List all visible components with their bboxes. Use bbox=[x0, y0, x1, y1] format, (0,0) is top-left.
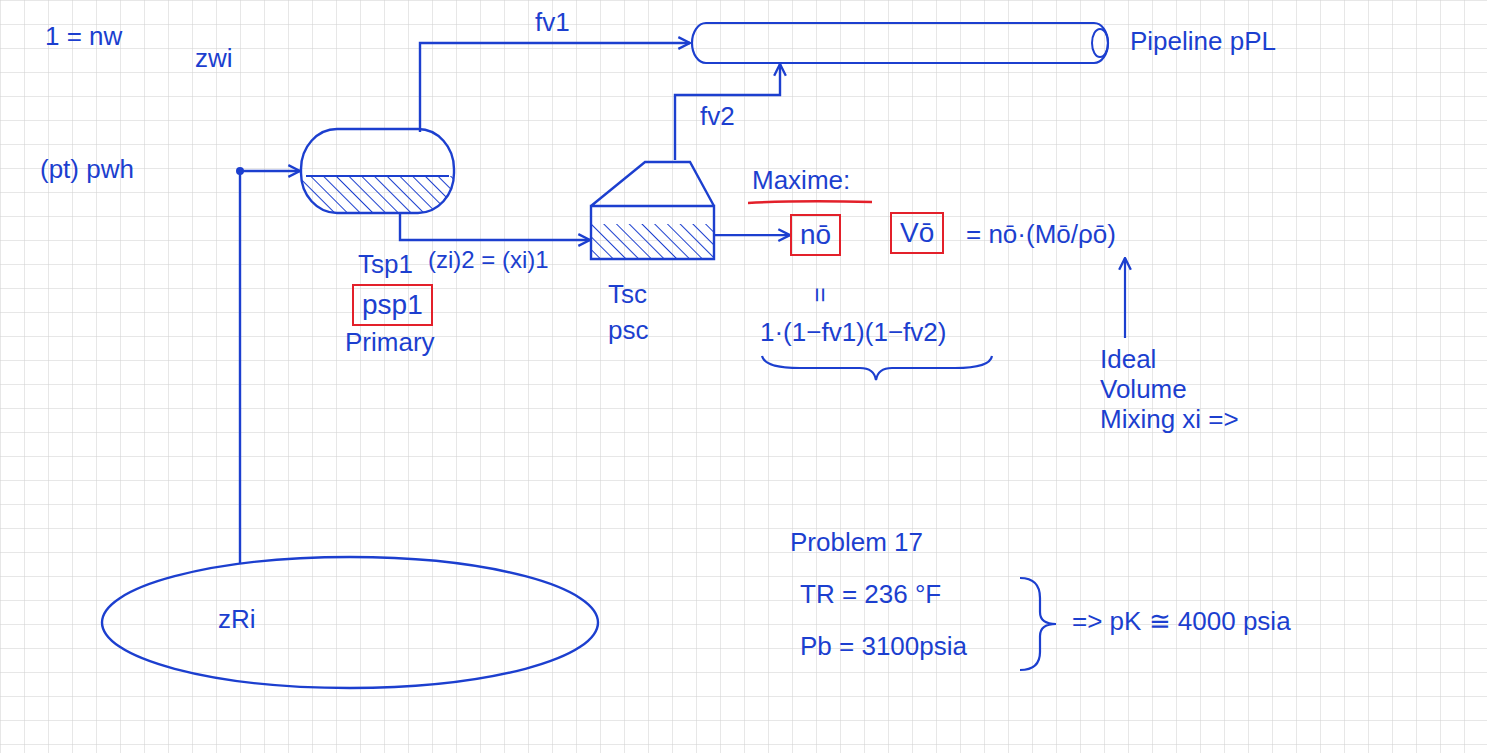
reservoir: zRi bbox=[100, 555, 600, 690]
stock-tank-outline bbox=[590, 160, 715, 260]
flow-connector bbox=[715, 234, 790, 236]
red-underline bbox=[748, 201, 872, 203]
flow-label: fv1 bbox=[535, 8, 570, 38]
primary-separator: Tsp1Primary bbox=[300, 128, 455, 214]
volume-formula: = nō·(Mō/ρō) bbox=[966, 220, 1116, 250]
flow-connector bbox=[420, 43, 690, 132]
objective-heading: Maxime: bbox=[752, 166, 850, 196]
node-text: Tsc bbox=[608, 280, 647, 310]
boxed-volume: Vō bbox=[890, 212, 944, 254]
mixing-note: Ideal Volume Mixing xi => bbox=[1100, 345, 1250, 435]
node-text: Vō bbox=[900, 217, 934, 249]
pipeline: Pipeline pPL bbox=[690, 22, 1284, 64]
flow-connector bbox=[240, 171, 300, 564]
flow-connector bbox=[675, 64, 780, 160]
moles-formula: 1·(1−fv1)(1−fv2) bbox=[760, 318, 946, 348]
flow-label: (zi)2 = (xi)1 bbox=[428, 246, 549, 274]
boxed-pressure: psp1 bbox=[352, 284, 433, 326]
node-text: psc bbox=[608, 316, 648, 346]
boxed-moles: nō bbox=[790, 214, 841, 256]
reservoir-temperature: TR = 236 °F bbox=[800, 580, 941, 610]
bubble-pressure: Pb = 3100psia bbox=[800, 632, 967, 662]
reservoir-outline bbox=[100, 555, 600, 690]
problem-number: Problem 17 bbox=[790, 528, 923, 558]
pipeline-outline bbox=[690, 22, 1110, 64]
node-text: psp1 bbox=[362, 289, 423, 321]
leader-arrow bbox=[1124, 258, 1126, 338]
node-text: zRi bbox=[218, 605, 256, 635]
mole-basis: 1 = nw bbox=[45, 22, 122, 52]
underbrace bbox=[762, 356, 992, 380]
flow-label: fv2 bbox=[700, 102, 735, 132]
flow-connector bbox=[400, 214, 590, 240]
primary-separator-outline bbox=[300, 128, 455, 214]
equals-sign: = bbox=[805, 287, 835, 302]
feed-composition: zwi bbox=[195, 44, 233, 74]
curly-brace bbox=[1020, 578, 1056, 670]
node-text: Tsp1 bbox=[358, 250, 413, 280]
node-text: Pipeline pPL bbox=[1130, 27, 1276, 57]
wellhead-pressure: (pt) pwh bbox=[40, 155, 134, 185]
node-text: nō bbox=[800, 219, 831, 251]
node-text: Primary bbox=[345, 328, 435, 358]
stock-tank: Tscpsc bbox=[590, 160, 715, 260]
convergence-pressure: => pK ≅ 4000 psia bbox=[1072, 607, 1291, 637]
